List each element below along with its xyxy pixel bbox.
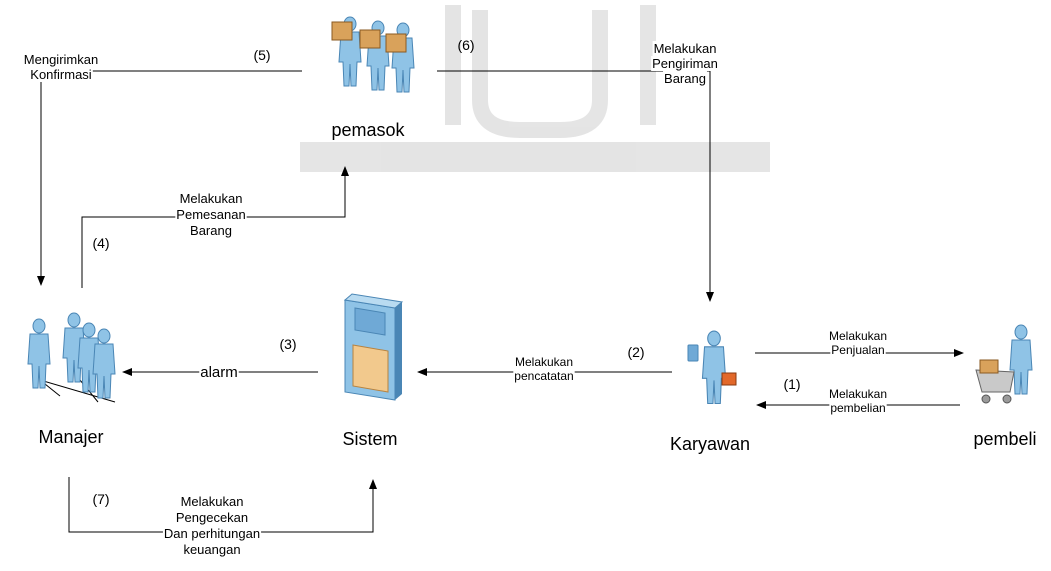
flow-label-line: Pengecekan [176,510,248,525]
step-number-4: (4) [92,235,109,251]
flow-label-bg [22,52,100,67]
flow-label-line: Penjualan [831,343,884,357]
flow-label-bg [663,71,707,86]
step-number-1: (1) [783,376,800,392]
flow-label-line: Melakukan [515,355,573,369]
supplier-icon [331,16,415,93]
line-konfirmasi [37,70,302,286]
node-label-karyawan: Karyawan [670,434,750,454]
flow-label-bg [652,41,718,56]
flow-label-bg [199,364,239,381]
flow-label-bg [178,191,244,206]
flow-label-line: Pengiriman [652,56,718,71]
flow-label-line: pembelian [830,401,885,415]
flow-label-bg [29,67,93,82]
flow-label-line: Mengirimkan [24,52,98,67]
flow-label-line: Melakukan [829,329,887,343]
flow-label-bg [174,510,250,525]
flow-label-line: keuangan [183,542,240,557]
flow-label-line: Melakukan [180,191,243,206]
buyer-cart-icon [975,324,1033,404]
manager-group-icon [27,312,116,403]
flow-label-line: Pemesanan [176,207,245,222]
flow-label-line: Melakukan [829,387,887,401]
connectors [37,70,964,533]
node-label-sistem: Sistem [342,429,397,449]
flow-label-line: Barang [664,71,706,86]
employee-icon [687,330,737,405]
flow-label-line: Melakukan [181,494,244,509]
step-number-2: (2) [627,344,644,360]
step-number-7: (7) [92,491,109,507]
step-number-6: (6) [457,37,474,53]
flow-label-bg [179,494,245,509]
node-label-manajer: Manajer [38,427,103,447]
flow-label-bg [513,369,575,383]
flow-label-bg [827,387,889,401]
flow-label-bg [651,56,719,71]
flow-label-bg [189,223,233,238]
flow-label-bg [830,343,886,357]
flow-label-bg [162,526,262,541]
flow-label-bg [175,207,247,222]
floppy-disk-icon [343,293,404,401]
flow-label-bg [182,542,242,557]
step-number-5: (5) [253,47,270,63]
flow-label-line: Dan perhitungan [164,526,260,541]
step-number-3: (3) [279,336,296,352]
flow-label-line: pencatatan [514,369,573,383]
flow-label-line: Melakukan [654,41,717,56]
node-label-pembeli: pembeli [973,429,1036,449]
node-label-pemasok: pemasok [331,120,405,140]
flow-label-line: Konfirmasi [30,67,92,82]
flow-label-bg [829,401,887,415]
flow-label-bg [827,329,889,343]
flow-label-f3: alarm [199,364,239,381]
flow-labels: MengirimkanKonfirmasiMelakukanPengiriman… [22,41,889,557]
flow-label-line: alarm [200,364,238,381]
watermark [300,5,770,172]
flow-label-bg [513,355,575,369]
flow-label-line: Barang [190,223,232,238]
